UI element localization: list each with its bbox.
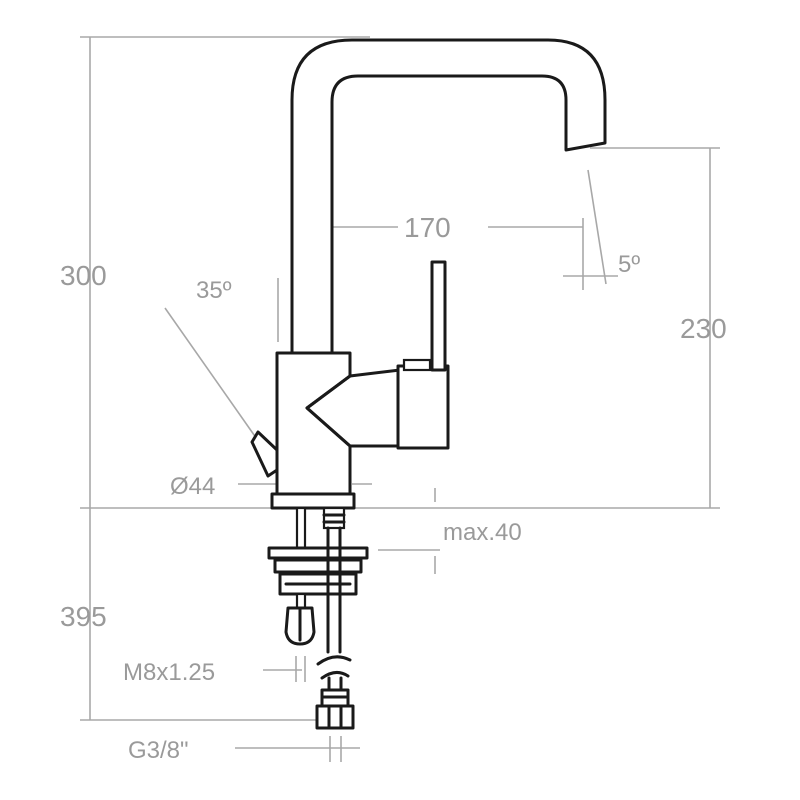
- spout-reach-label: 170: [404, 212, 451, 243]
- mounting-plate: [267, 546, 369, 560]
- spout-angle-label: 5º: [618, 251, 640, 278]
- installation-kit: [267, 506, 369, 730]
- below-counter-label: 395: [60, 601, 107, 632]
- total-height-label: 300: [60, 260, 107, 291]
- base-flange: [270, 492, 356, 510]
- side-knob: [250, 430, 279, 478]
- dimension-labels: 300 230 170 35º 5º Ø44 max.40 395 M8x1.2…: [60, 212, 727, 764]
- lever-handle: [430, 260, 447, 372]
- faucet-outline: [250, 38, 607, 510]
- spout: [290, 38, 607, 357]
- lever-block: [396, 364, 450, 450]
- lever-angle-label: 35º: [196, 277, 232, 304]
- spout-height-label: 230: [680, 313, 727, 344]
- dimension-lines: [80, 36, 720, 762]
- hose-nut: [315, 704, 355, 730]
- base-diameter-label: Ø44: [170, 473, 215, 500]
- flexible-hose: [326, 526, 342, 654]
- max-counter-label: max.40: [443, 519, 522, 546]
- thread-label: M8x1.25: [123, 659, 215, 686]
- hose-connection-label: G3/8": [128, 737, 189, 764]
